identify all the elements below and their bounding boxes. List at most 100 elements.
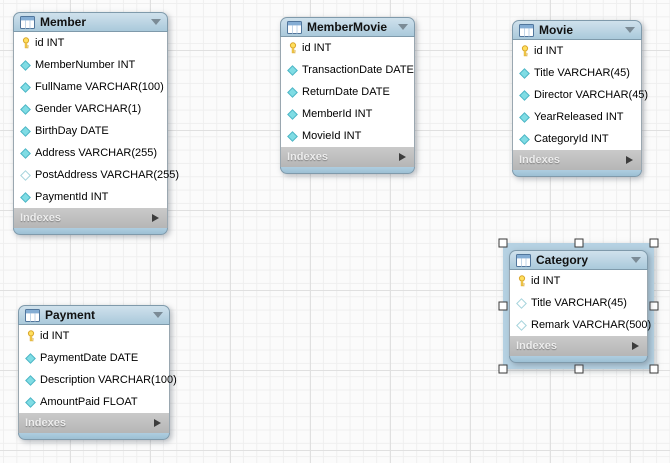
selection-handle[interactable] [574,238,583,248]
column-row[interactable]: MemberNumber INT [14,54,167,76]
not-null-column-icon [24,374,37,386]
table-header[interactable]: Movie [512,20,642,40]
selection-handle[interactable] [574,364,583,374]
column-row[interactable]: id INT [19,325,169,347]
column-row[interactable]: id INT [510,270,647,292]
table-title: Payment [45,308,96,322]
not-null-column-icon [286,86,299,98]
not-null-column-icon [24,352,37,364]
indexes-bar[interactable]: Indexes [512,150,642,170]
column-row[interactable]: MemberId INT [281,103,414,125]
not-null-column-icon [24,396,37,408]
expand-indexes-icon[interactable] [399,153,406,161]
column-row[interactable]: PaymentDate DATE [19,347,169,369]
indexes-label: Indexes [25,417,66,429]
column-list: id INT Title VARCHAR(45) Remark VARCHAR(50… [509,270,651,336]
column-label: Description VARCHAR(100) [40,374,177,386]
column-row[interactable]: Director VARCHAR(45) [513,84,648,106]
column-label: Director VARCHAR(45) [534,89,649,101]
table-title: Member [40,15,87,29]
primary-key-icon [19,36,32,50]
table-icon [516,253,531,267]
indexes-bar[interactable]: Indexes [509,336,648,356]
collapse-arrow-icon[interactable] [631,257,641,263]
column-label: MemberNumber INT [35,59,136,71]
column-row[interactable]: TransactionDate DATE [281,59,414,81]
collapse-arrow-icon[interactable] [153,312,163,318]
column-row[interactable]: Description VARCHAR(100) [19,369,177,391]
column-row[interactable]: Address VARCHAR(255) [14,142,167,164]
selection-handle[interactable] [498,301,508,311]
column-label: TransactionDate DATE [302,64,414,76]
db-table[interactable]: MemberMovie id INT TransactionDate DATE Re… [280,17,415,174]
not-null-column-icon [518,111,531,123]
column-label: PaymentDate DATE [40,352,139,364]
selection-handle[interactable] [498,364,508,374]
column-label: id INT [534,45,564,57]
not-null-column-icon [286,130,299,142]
nullable-column-icon [19,169,32,181]
not-null-column-icon [19,125,32,137]
table-header[interactable]: Category [509,250,648,270]
not-null-column-icon [518,89,531,101]
db-table[interactable]: Member id INT MemberNumber INT FullName VA… [13,12,179,235]
column-row[interactable]: id INT [281,37,414,59]
column-row[interactable]: Gender VARCHAR(1) [14,98,167,120]
not-null-column-icon [19,103,32,115]
collapse-arrow-icon[interactable] [151,19,161,25]
db-table[interactable]: Payment id INT PaymentDate DATE Descriptio… [18,305,177,440]
indexes-bar[interactable]: Indexes [13,208,168,228]
table-header[interactable]: Member [13,12,168,32]
collapse-arrow-icon[interactable] [625,27,635,33]
expand-indexes-icon[interactable] [152,214,159,222]
column-row[interactable]: MovieId INT [281,125,414,147]
column-label: Title VARCHAR(45) [531,297,627,309]
column-row[interactable]: Title VARCHAR(45) [510,292,647,314]
column-row[interactable]: ReturnDate DATE [281,81,414,103]
column-label: Remark VARCHAR(500) [531,319,652,331]
column-row[interactable]: PostAddress VARCHAR(255) [14,164,179,186]
table-header[interactable]: MemberMovie [280,17,415,37]
indexes-bar[interactable]: Indexes [18,413,170,433]
column-row[interactable]: id INT [513,40,641,62]
column-row[interactable]: AmountPaid FLOAT [19,391,169,413]
column-row[interactable]: Remark VARCHAR(500) [510,314,651,336]
column-label: CategoryId INT [534,133,609,145]
column-label: Gender VARCHAR(1) [35,103,142,115]
indexes-bar[interactable]: Indexes [280,147,415,167]
selection-handle[interactable] [649,364,659,374]
expand-indexes-icon[interactable] [154,419,161,427]
indexes-label: Indexes [287,151,328,163]
selection-handle[interactable] [649,238,659,248]
db-table[interactable]: Movie id INT Title VARCHAR(45) Director VA… [512,20,648,177]
not-null-column-icon [19,191,32,203]
db-table[interactable]: Category id INT Title VARCHAR(45) Remark V… [509,250,651,363]
table-bottom-edge [280,167,415,174]
nullable-column-icon [515,319,528,331]
not-null-column-icon [518,67,531,79]
column-label: PostAddress VARCHAR(255) [35,169,180,181]
nullable-column-icon [515,297,528,309]
expand-indexes-icon[interactable] [626,156,633,164]
column-row[interactable]: YearReleased INT [513,106,641,128]
expand-indexes-icon[interactable] [632,342,639,350]
not-null-column-icon [286,108,299,120]
column-row[interactable]: PaymentId INT [14,186,167,208]
column-list: id INT PaymentDate DATE Description VARCHA… [18,325,177,413]
column-label: Title VARCHAR(45) [534,67,630,79]
column-row[interactable]: BirthDay DATE [14,120,167,142]
collapse-arrow-icon[interactable] [398,24,408,30]
selection-handle[interactable] [498,238,508,248]
column-row[interactable]: id INT [14,32,167,54]
table-header[interactable]: Payment [18,305,170,325]
column-label: ReturnDate DATE [302,86,390,98]
column-row[interactable]: FullName VARCHAR(100) [14,76,167,98]
column-list: id INT TransactionDate DATE ReturnDate DAT… [280,37,415,147]
column-row[interactable]: CategoryId INT [513,128,641,150]
table-title: MemberMovie [307,20,388,34]
selection-handle[interactable] [649,301,659,311]
column-label: id INT [35,37,65,49]
table-icon [287,20,302,34]
column-row[interactable]: Title VARCHAR(45) [513,62,641,84]
